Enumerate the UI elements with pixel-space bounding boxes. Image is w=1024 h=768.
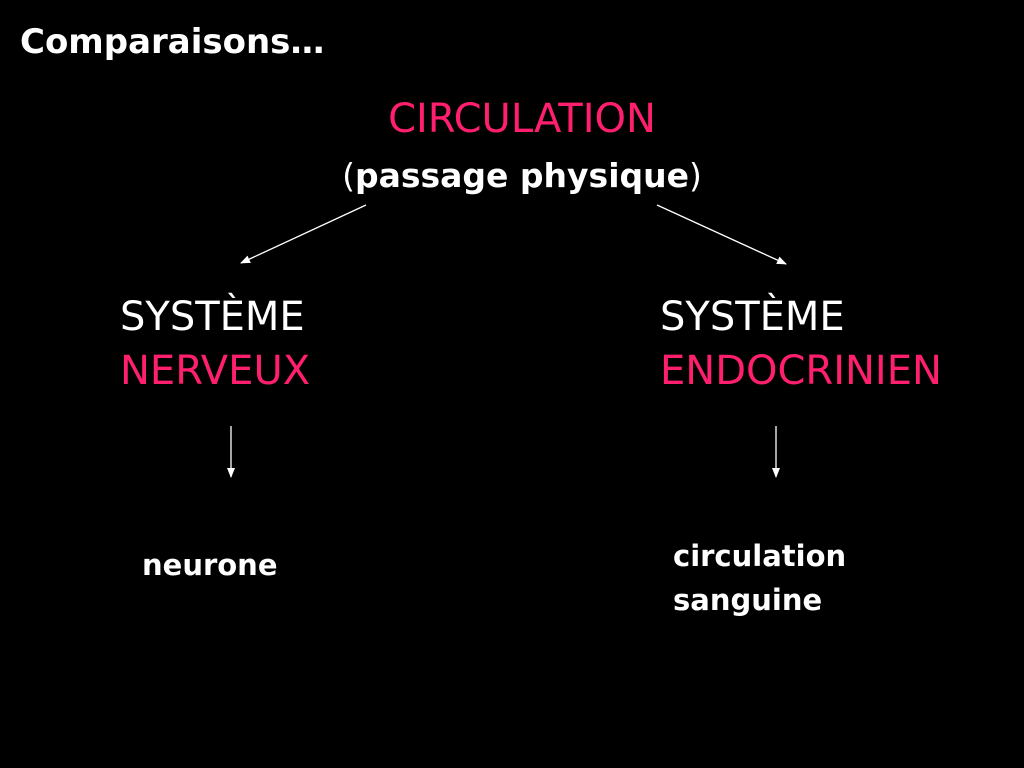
branch-nervous-system: SYSTÈME NERVEUX	[120, 290, 310, 398]
leaf-left-line1: neurone	[142, 548, 278, 582]
branch-right-line2: ENDOCRINIEN	[660, 348, 942, 394]
slide-title: Comparaisons…	[20, 22, 325, 62]
leaf-neurone: neurone	[142, 543, 278, 587]
root-sub-open-paren: (	[342, 156, 355, 195]
arrow-root-to-nervous	[240, 204, 367, 264]
leaf-right-line1: circulation	[673, 539, 847, 573]
leaf-blood-circulation: circulation sanguine	[673, 534, 846, 622]
root-node: CIRCULATION (passage physique)	[262, 92, 782, 206]
branch-right-line1: SYSTÈME	[660, 294, 845, 340]
root-label: CIRCULATION	[388, 96, 656, 142]
root-sub-close-paren: )	[689, 156, 702, 195]
leaf-right-line2: sanguine	[673, 583, 823, 617]
branch-left-line1: SYSTÈME	[120, 294, 305, 340]
arrow-root-to-endocrine	[656, 204, 787, 265]
branch-left-line2: NERVEUX	[120, 348, 311, 394]
root-sublabel: (passage physique)	[262, 146, 782, 206]
branch-endocrine-system: SYSTÈME ENDOCRINIEN	[660, 290, 942, 398]
root-sub-text: passage physique	[354, 156, 689, 195]
